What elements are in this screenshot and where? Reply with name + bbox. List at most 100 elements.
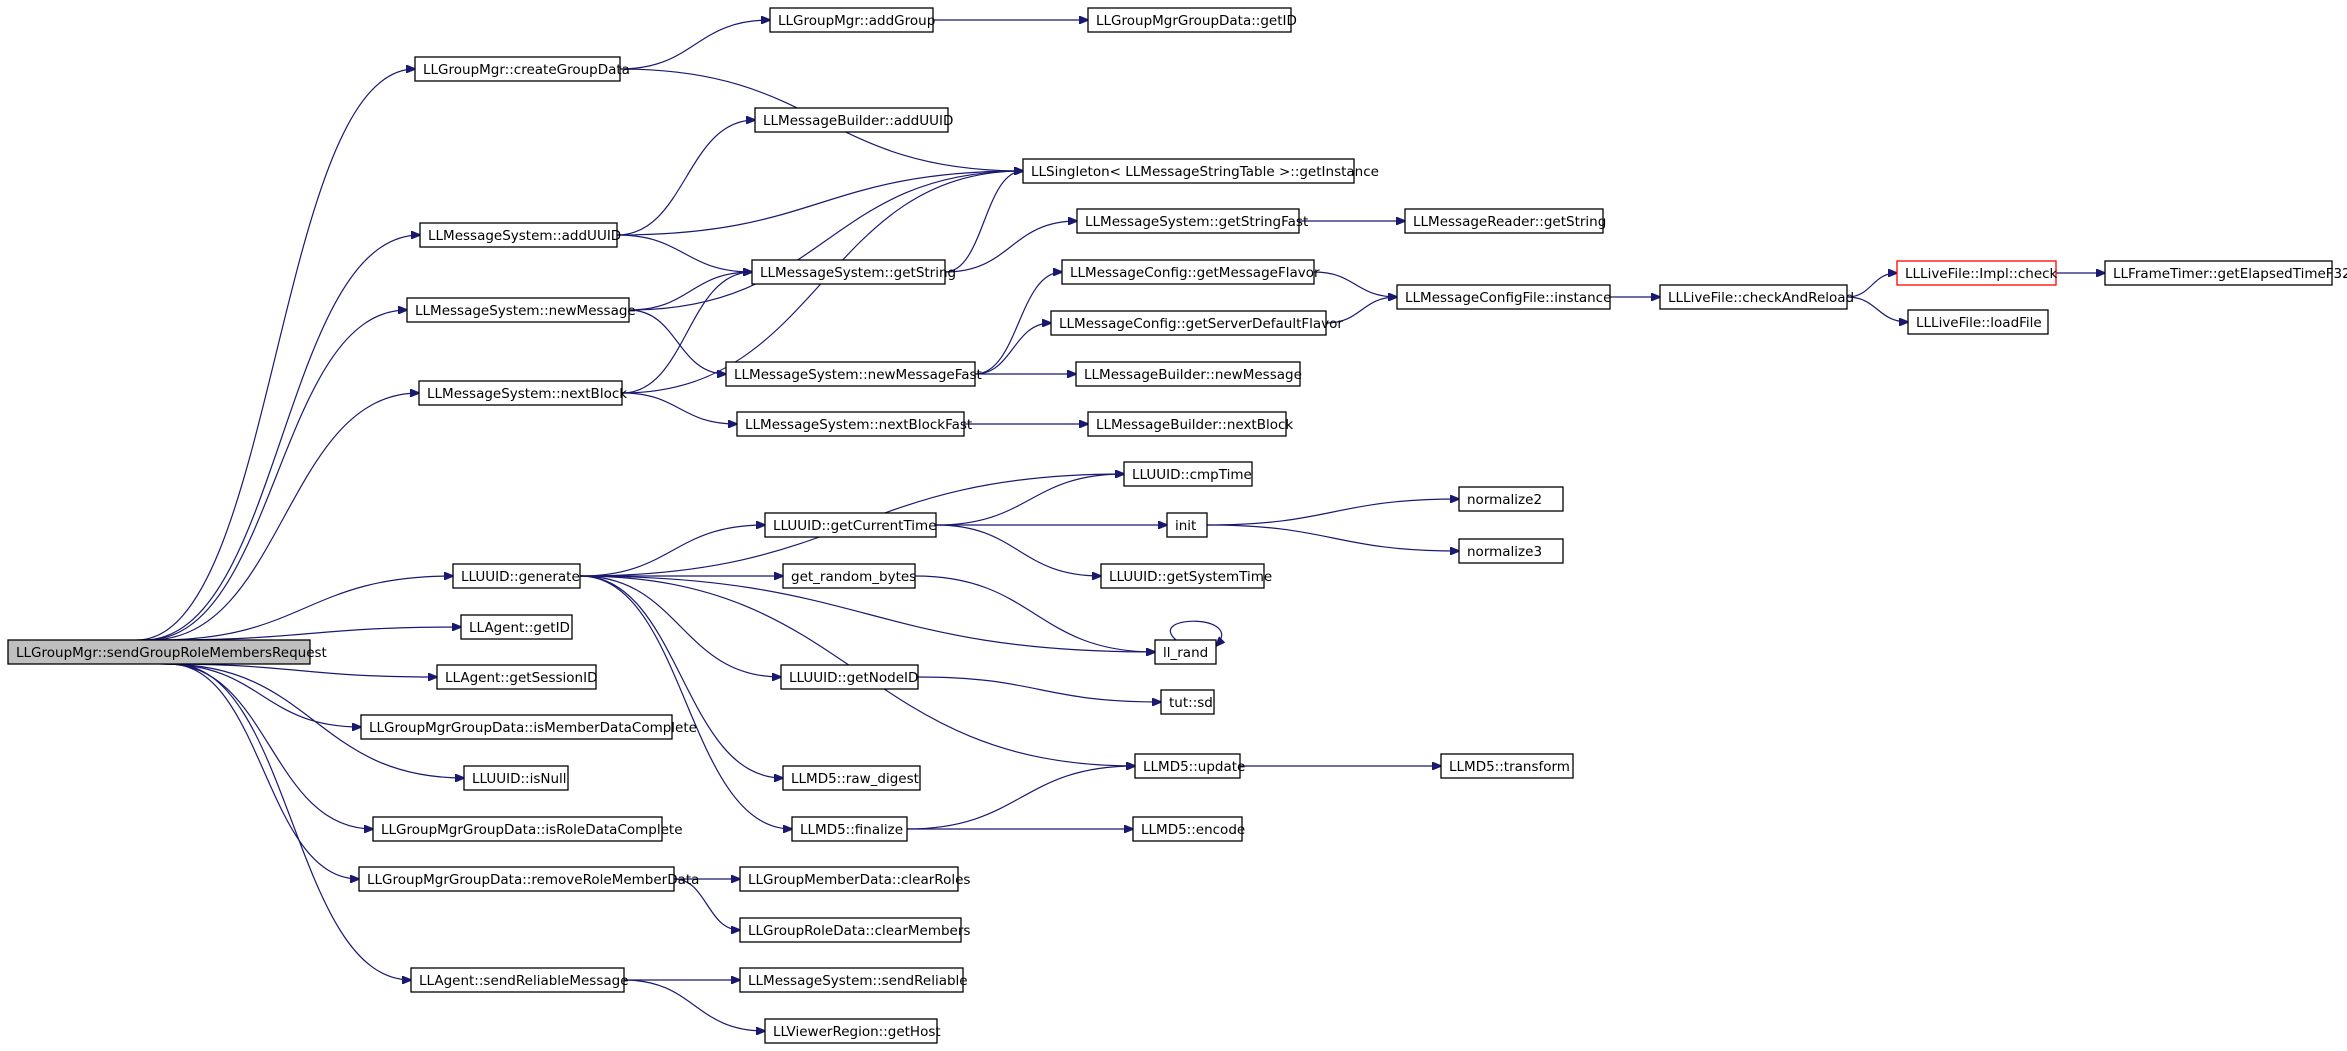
- node-agentGetID[interactable]: LLAgent::getID: [460, 614, 573, 640]
- node-box: [1100, 563, 1265, 589]
- edge-newMessage-to-singleton: [628, 171, 1023, 311]
- node-clearMembers[interactable]: LLGroupRoleData::clearMembers: [739, 917, 970, 943]
- node-sendReliable[interactable]: LLMessageSystem::sendReliable: [739, 967, 968, 993]
- node-box: [1087, 411, 1287, 437]
- node-label: LLLiveFile::checkAndReload: [1668, 290, 1854, 306]
- node-label: ll_rand: [1163, 645, 1208, 661]
- node-nextBlockFast[interactable]: LLMessageSystem::nextBlockFast: [736, 411, 972, 437]
- node-sendReliableMessage[interactable]: LLAgent::sendReliableMessage: [410, 967, 629, 993]
- edge-finalize-to-update: [906, 766, 1135, 830]
- node-box: [436, 664, 597, 690]
- node-nextBlock[interactable]: LLMessageSystem::nextBlock: [418, 380, 627, 406]
- node-newMessageFast[interactable]: LLMessageSystem::newMessageFast: [725, 361, 982, 387]
- edge-removeRoleMemberData-to-clearMembers: [673, 878, 740, 930]
- node-root[interactable]: LLGroupMgr::sendGroupRoleMembersRequest: [7, 639, 327, 665]
- node-loadFile[interactable]: LLLiveFile::loadFile: [1907, 309, 2049, 335]
- node-box: [1075, 361, 1301, 387]
- node-isMemberDataComplete[interactable]: LLGroupMgrGroupData::isMemberDataComplet…: [360, 714, 697, 740]
- edge-msAddUUID-to-getString: [616, 234, 752, 272]
- node-box: [769, 7, 934, 33]
- edge-getServerDefaultFlavor-to-mcfInstance: [1325, 297, 1397, 324]
- node-generate[interactable]: LLUUID::generate: [452, 563, 581, 589]
- node-singleton[interactable]: LLSingleton< LLMessageStringTable >::get…: [1022, 158, 1379, 184]
- node-implCheck[interactable]: LLLiveFile::Impl::check: [1896, 260, 2058, 286]
- node-box: [460, 614, 573, 640]
- edge-root-to-isNull: [165, 663, 464, 778]
- node-box: [418, 380, 623, 406]
- node-label: LLAgent::getID: [469, 620, 570, 636]
- node-mcfInstance[interactable]: LLMessageConfigFile::instance: [1396, 284, 1611, 310]
- node-getHost[interactable]: LLViewerRegion::getHost: [764, 1018, 941, 1044]
- edge-nextBlock-to-nextBlockFast: [621, 392, 737, 424]
- node-getSessionID[interactable]: LLAgent::getSessionID: [436, 664, 597, 690]
- node-box: [1458, 486, 1564, 512]
- node-label: normalize2: [1467, 492, 1542, 508]
- node-normalize2[interactable]: normalize2: [1458, 486, 1564, 512]
- node-mbNextBlock[interactable]: LLMessageBuilder::nextBlock: [1087, 411, 1293, 437]
- node-getNodeID[interactable]: LLUUID::getNodeID: [780, 664, 919, 690]
- node-checkAndReload[interactable]: LLLiveFile::checkAndReload: [1659, 284, 1854, 310]
- edge-getMessageFlavor-to-mcfInstance: [1313, 271, 1397, 297]
- edge-generate-to-finalize: [579, 575, 792, 829]
- node-label: LLFrameTimer::getElapsedTimeF32: [2113, 266, 2347, 282]
- node-normalize3[interactable]: normalize3: [1458, 538, 1564, 564]
- node-addGroup[interactable]: LLGroupMgr::addGroup: [769, 7, 935, 33]
- node-label: LLGroupRoleData::clearMembers: [748, 923, 970, 939]
- node-label: LLUUID::isNull: [472, 771, 567, 787]
- node-box: [2104, 260, 2333, 286]
- node-label: LLSingleton< LLMessageStringTable >::get…: [1031, 164, 1379, 180]
- edge-root-to-newMessage: [146, 310, 407, 641]
- node-msAddUUID[interactable]: LLMessageSystem::addUUID: [419, 222, 621, 248]
- node-box: [372, 816, 663, 842]
- node-mbNewMessage[interactable]: LLMessageBuilder::newMessage: [1075, 361, 1302, 387]
- node-finalize[interactable]: LLMD5::finalize: [791, 816, 908, 842]
- node-getString[interactable]: LLMessageSystem::getString: [751, 259, 956, 285]
- node-clearRoles[interactable]: LLGroupMemberData::clearRoles: [739, 866, 970, 892]
- node-box: [1440, 753, 1574, 779]
- node-getCurrentTime[interactable]: LLUUID::getCurrentTime: [764, 512, 937, 538]
- node-label: LLMessageConfig::getMessageFlavor: [1070, 265, 1320, 281]
- node-mbAddUUID[interactable]: LLMessageBuilder::addUUID: [754, 107, 953, 133]
- node-label: LLGroupMgr::sendGroupRoleMembersRequest: [16, 645, 327, 661]
- node-mrGetString[interactable]: LLMessageReader::getString: [1404, 208, 1606, 234]
- node-getElapsed[interactable]: LLFrameTimer::getElapsedTimeF32: [2104, 260, 2347, 286]
- edge-msAddUUID-to-singleton: [616, 171, 1023, 236]
- node-getServerDefaultFlavor[interactable]: LLMessageConfig::getServerDefaultFlavor: [1050, 310, 1343, 336]
- node-getRandomBytes[interactable]: get_random_bytes: [782, 563, 916, 589]
- node-init[interactable]: init: [1166, 512, 1208, 538]
- node-cmpTime[interactable]: LLUUID::cmpTime: [1123, 461, 1253, 487]
- node-createGroupData[interactable]: LLGroupMgr::createGroupData: [414, 56, 630, 82]
- node-label: LLMD5::update: [1143, 759, 1245, 775]
- node-label: init: [1175, 518, 1196, 534]
- node-isRoleDataComplete[interactable]: LLGroupMgrGroupData::isRoleDataComplete: [372, 816, 683, 842]
- edge-root-to-agentGetID: [158, 627, 461, 641]
- node-box: [754, 107, 949, 133]
- node-newMessage[interactable]: LLMessageSystem::newMessage: [406, 297, 636, 323]
- edge-getCurrentTime-to-cmpTime: [935, 474, 1124, 526]
- node-transform[interactable]: LLMD5::transform: [1440, 753, 1574, 779]
- node-label: LLMessageBuilder::nextBlock: [1096, 417, 1293, 433]
- node-getSystemTime[interactable]: LLUUID::getSystemTime: [1100, 563, 1272, 589]
- edge-checkAndReload-to-implCheck: [1846, 273, 1897, 298]
- node-label: LLMD5::raw_digest: [791, 771, 919, 787]
- node-gmgdGetID[interactable]: LLGroupMgrGroupData::getID: [1087, 7, 1297, 33]
- node-update[interactable]: LLMD5::update: [1134, 753, 1245, 779]
- node-tutSd[interactable]: tut::sd: [1160, 689, 1215, 715]
- node-box: [1123, 461, 1253, 487]
- node-getMessageFlavor[interactable]: LLMessageConfig::getMessageFlavor: [1061, 259, 1320, 285]
- node-rawDigest[interactable]: LLMD5::raw_digest: [782, 765, 921, 791]
- node-box: [452, 563, 581, 589]
- edge-root-to-generate: [156, 576, 453, 641]
- node-encode[interactable]: LLMD5::encode: [1132, 816, 1245, 842]
- node-box: [7, 639, 311, 665]
- node-label: LLGroupMgrGroupData::removeRoleMemberDat…: [367, 872, 699, 888]
- node-label: LLUUID::getCurrentTime: [773, 518, 937, 534]
- node-isNull[interactable]: LLUUID::isNull: [463, 765, 569, 791]
- node-box: [1166, 512, 1208, 538]
- node-removeRoleMemberData[interactable]: LLGroupMgrGroupData::removeRoleMemberDat…: [358, 866, 699, 892]
- node-getStringFast[interactable]: LLMessageSystem::getStringFast: [1076, 208, 1308, 234]
- node-llRand[interactable]: ll_rand: [1154, 639, 1217, 665]
- node-label: LLAgent::sendReliableMessage: [419, 973, 629, 989]
- node-box: [419, 222, 618, 248]
- node-box: [736, 411, 965, 437]
